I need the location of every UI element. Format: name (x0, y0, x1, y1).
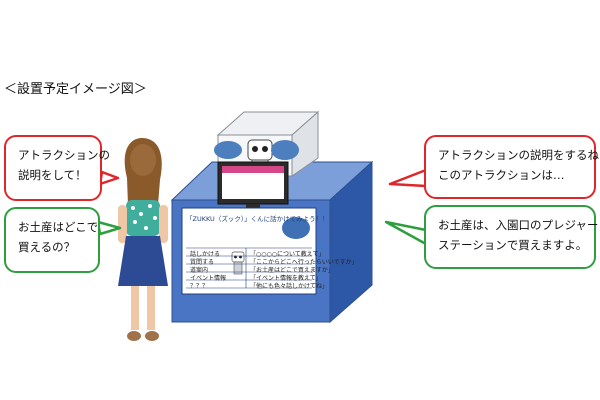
bubble-robot-answer: お土産は、入園口のプレジャー ステーションで買えますよ。 (424, 205, 599, 269)
bubble-line: 買えるの？ (18, 240, 76, 254)
panel-row-right: 「お土産はどこで買えますか」 (250, 267, 334, 274)
tail-robot-top (388, 168, 428, 188)
diagram-title: ＜設置予定イメージ図＞ (4, 82, 147, 97)
panel-row-right: 「他にも色々話しかけてね」 (250, 283, 329, 290)
bubble-line: お土産は、入園口のプレジャー (438, 218, 599, 232)
tail-visitor-top (98, 170, 120, 186)
bubble-line: アトラクションの説明をするね！ (438, 148, 600, 162)
kiosk-side (329, 160, 373, 324)
bubble-visitor-request: アトラクションの 説明をして！ (4, 135, 110, 201)
tail-visitor-bottom (96, 220, 122, 236)
case-bubble-right (271, 140, 299, 160)
bubble-visitor-question: お土産はどこで 買えるの？ (4, 207, 100, 273)
bubble-line: このアトラクションは… (438, 168, 565, 182)
panel-row-left: 話しかける (190, 251, 221, 258)
woman-figure (118, 138, 168, 341)
panel-robot-icon (231, 251, 245, 275)
glass-case-side (291, 110, 319, 177)
bubble-line: 説明をして！ (18, 168, 87, 182)
bubble-robot-explanation: アトラクションの説明をするね！ このアトラクションは… (424, 135, 600, 199)
bubble-line: お土産はどこで (18, 220, 99, 234)
bubble-line: ステーションで買えますよ。 (438, 238, 588, 252)
panel-row-left: ？？？ (190, 283, 209, 290)
panel-row-left: 質問する (190, 259, 215, 266)
monitor-stand (246, 204, 260, 209)
panel-heading: 「ZUKKU（ズック）」くんに話かけてみよう！！ (186, 215, 329, 223)
monitor-screen-bar (222, 166, 284, 173)
bubble-line: アトラクションの (18, 148, 110, 162)
case-bubble-left (214, 141, 242, 159)
panel-speech-bubble (282, 217, 310, 239)
tail-robot-bottom (384, 220, 428, 246)
panel-row-left: 道案内 (190, 267, 209, 274)
panel-row-left: イベント情報 (190, 275, 227, 282)
panel-row-right: 「ここからどこへ行ったらいいですか」 (250, 259, 358, 266)
skirt (118, 236, 168, 286)
panel-row-right: 「イベント情報を教えて」 (250, 275, 322, 282)
panel-row-right: 「○○○○について教えて」 (250, 251, 325, 258)
